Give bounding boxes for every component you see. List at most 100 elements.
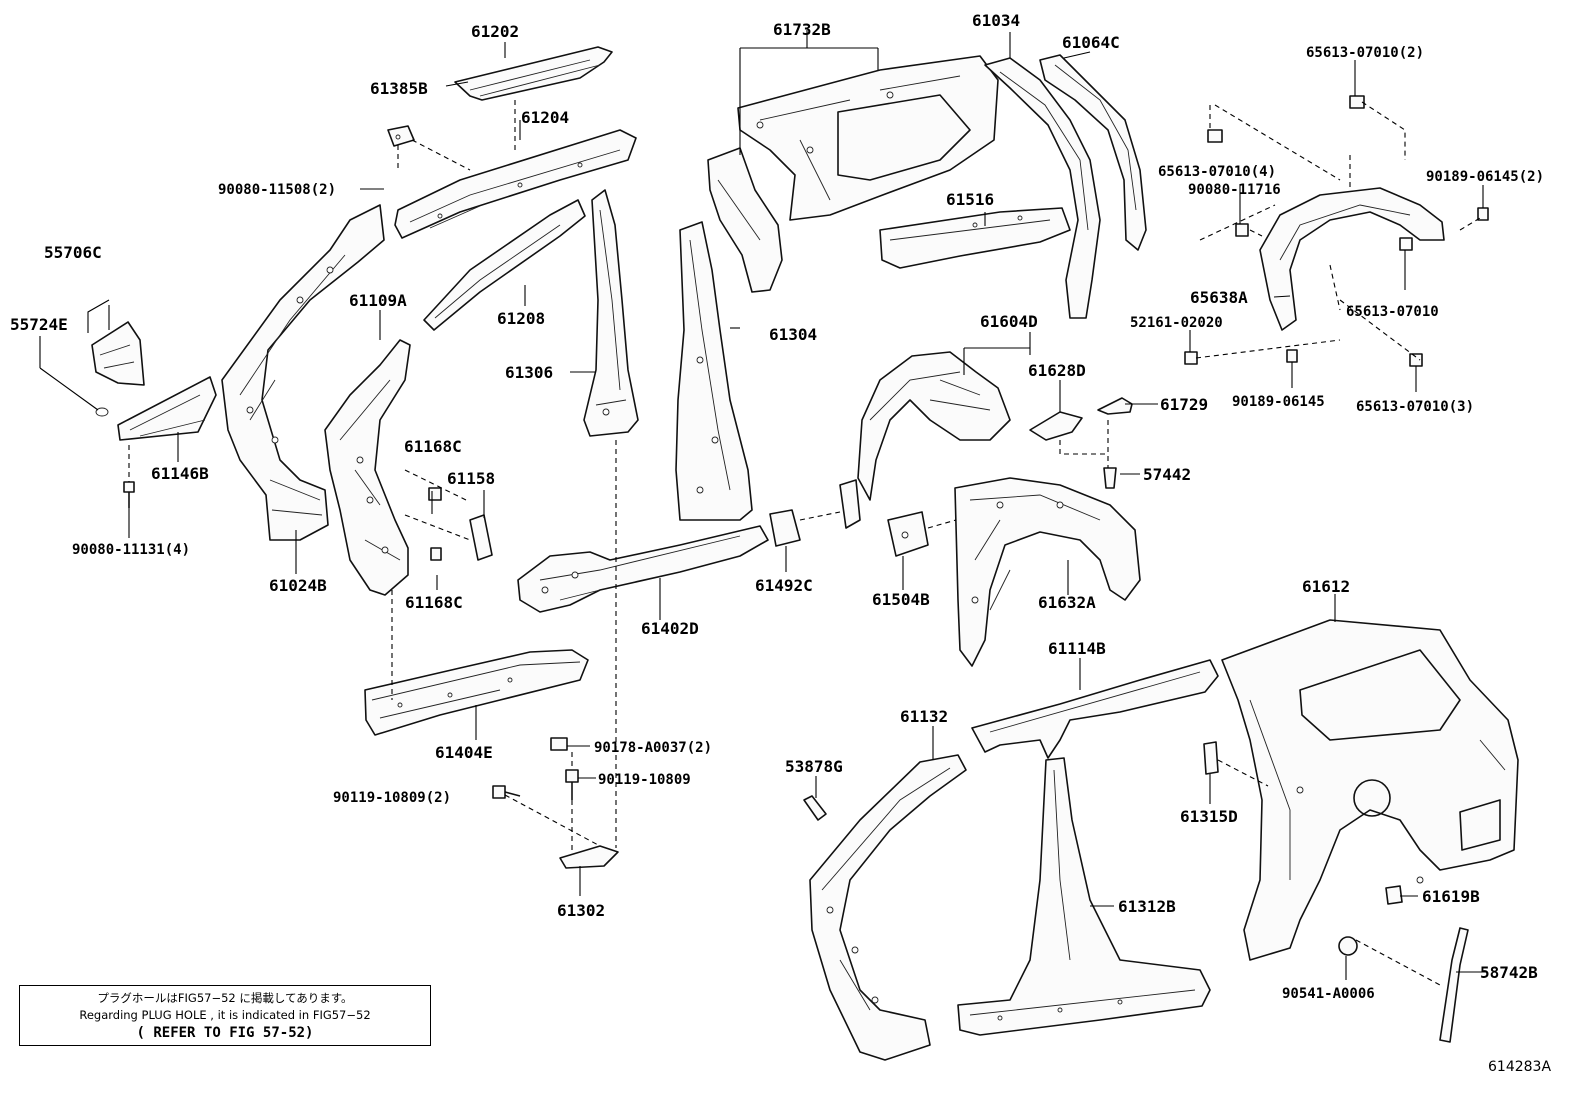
leader-lines [39,30,1486,986]
nut-90541-A0006-drawing [1338,936,1358,956]
part-61109A-drawing [324,339,411,596]
label-65613-07010-3: 65613-07010(3) [1356,399,1474,415]
label-90541-A0006: 90541-A0006 [1282,986,1375,1002]
part-61202-drawing [454,46,613,101]
label-61024B: 61024B [269,576,327,595]
part-61024B-drawing [221,204,385,541]
label-90178-A0037: 90178-A0037(2) [594,740,712,756]
label-61146B: 61146B [151,464,209,483]
label-61304: 61304 [769,325,817,344]
label-52161-02020: 52161-02020 [1130,315,1223,331]
part-61612-drawing [1221,619,1519,961]
part-61064C-drawing [1039,54,1147,251]
part-65638A-drawing [1259,187,1445,331]
label-61202: 61202 [471,22,519,41]
label-61315D: 61315D [1180,807,1238,826]
label-61612: 61612 [1302,577,1350,596]
label-61404E: 61404E [435,743,493,762]
bolt-90080-11131-drawing [123,481,135,508]
part-61204-drawing [394,129,637,239]
label-61168C-a: 61168C [404,437,462,456]
label-61208: 61208 [497,309,545,328]
part-61034-drawing [984,57,1101,319]
note-english: Regarding PLUG HOLE , it is indicated in… [79,1008,371,1022]
label-61385B: 61385B [370,79,428,98]
part-61402D-drawing [517,525,769,613]
note-reference: ( REFER TO FIG 57-52) [136,1025,314,1041]
label-61034: 61034 [972,11,1020,30]
label-61402D: 61402D [641,619,699,638]
label-90119-10809-2: 90119-10809(2) [333,790,451,806]
part-53878G-drawing [803,795,827,821]
nut-90178-A0037-drawing [550,737,568,751]
part-61619B-drawing [1385,885,1403,905]
part-61168C-drawing [428,487,442,561]
label-61619B: 61619B [1422,887,1480,906]
label-65613-07010: 65613-07010 [1346,304,1439,320]
figure-code: 614283A [1488,1059,1552,1075]
part-61114B-drawing [971,659,1219,759]
label-61132: 61132 [900,707,948,726]
label-55724E: 55724E [10,315,68,334]
part-61312B-drawing [957,757,1211,1036]
part-61146B-drawing [117,376,217,441]
label-61312B: 61312B [1118,897,1176,916]
label-61632A: 61632A [1038,593,1096,612]
note-japanese: プラグホールはFIG57−52 に掲載してあります。 [97,991,353,1005]
label-61732B: 61732B [773,20,831,39]
label-61504B: 61504B [872,590,930,609]
part-61385B-drawing [387,125,415,147]
label-57442: 57442 [1143,465,1191,484]
label-65638A: 65638A [1190,288,1248,307]
label-61064C: 61064C [1062,33,1120,52]
part-61632A-drawing [954,477,1141,667]
part-61208-drawing [423,199,586,331]
part-61404E-drawing [364,649,589,736]
label-61306: 61306 [505,363,553,382]
part-58742B-drawing [1439,927,1469,1043]
bolt-90119-10809-drawing [492,769,579,800]
part-55706C-drawing [91,321,145,417]
label-61109A: 61109A [349,291,407,310]
part-61306-drawing [583,189,639,437]
label-58742B: 58742B [1480,963,1538,982]
label-90080-11508: 90080-11508(2) [218,182,336,198]
part-61315D-drawing [1203,741,1219,775]
part-61492C-drawing [769,479,861,547]
label-65613-07010-4: 65613-07010(4) [1158,164,1276,180]
label-90080-11131: 90080-11131(4) [72,542,190,558]
part-61732B-sub-drawing [707,147,783,293]
part-61516-drawing [879,207,1071,269]
part-61132-drawing [809,754,967,1061]
clips-right-drawing [1184,95,1489,367]
part-61158-drawing [469,514,493,561]
part-61729-drawing [1097,397,1133,415]
label-55706C: 55706C [44,243,102,262]
label-61729: 61729 [1160,395,1208,414]
label-90189-06145: 90189-06145 [1232,394,1325,410]
label-61492C: 61492C [755,576,813,595]
part-61504B-drawing [887,511,929,557]
label-61516: 61516 [946,190,994,209]
label-61302: 61302 [557,901,605,920]
part-61604D-drawing [857,351,1011,501]
part-57442-drawing [1103,467,1117,489]
label-61604D: 61604D [980,312,1038,331]
label-65613-07010-2: 65613-07010(2) [1306,45,1424,61]
label-61158: 61158 [447,469,495,488]
label-90080-11716: 90080-11716 [1188,182,1281,198]
part-61302-drawing [559,845,619,869]
label-90189-06145-2: 90189-06145(2) [1426,169,1544,185]
part-61304-drawing [675,221,753,521]
plug-hole-note: プラグホールはFIG57−52 に掲載してあります。 Regarding PLU… [19,985,431,1046]
label-61628D: 61628D [1028,361,1086,380]
part-labels: 61202 61385B 61204 90080-11508(2) 55706C… [10,11,1544,1002]
label-61168C-b: 61168C [405,593,463,612]
label-53878G: 53878G [785,757,843,776]
label-61204: 61204 [521,108,569,127]
label-61114B: 61114B [1048,639,1106,658]
label-90119-10809: 90119-10809 [598,772,691,788]
part-61628D-drawing [1029,411,1083,441]
part-61732B-drawing [737,55,999,221]
